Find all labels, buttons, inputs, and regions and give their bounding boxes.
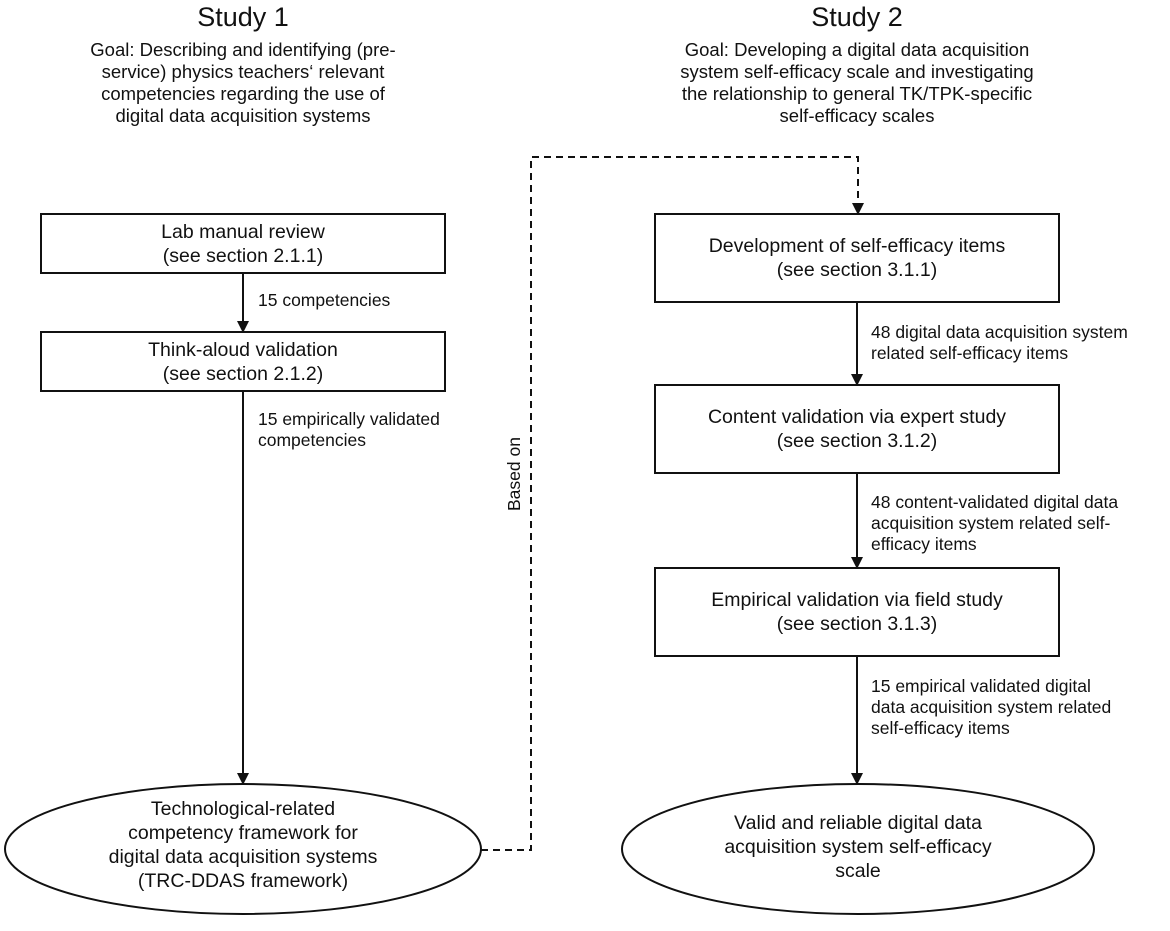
node-line: competency framework for bbox=[128, 822, 358, 844]
node-line: Think-aloud validation bbox=[148, 339, 338, 361]
edge-label-line: related self-efficacy items bbox=[871, 343, 1069, 363]
study2-node-development-box bbox=[654, 213, 1060, 303]
node-line: (see section 2.1.1) bbox=[162, 245, 324, 267]
edge-label-line: 15 competencies bbox=[258, 290, 391, 310]
node-line: Lab manual review bbox=[161, 221, 325, 243]
edge-label-line: competencies bbox=[258, 430, 366, 450]
study1-node-lab-manual-review-box bbox=[40, 213, 446, 274]
study2-edge-label-2: 48 content-validated digital data acquis… bbox=[871, 492, 1118, 555]
node-line: (see section 3.1.2) bbox=[776, 430, 938, 452]
edge-label-line: 15 empirically validated bbox=[258, 409, 440, 429]
node-line: Technological-related bbox=[150, 798, 336, 820]
edge-label-line: 48 digital data acquisition system bbox=[871, 322, 1128, 342]
node-line: (see section 3.1.3) bbox=[776, 613, 938, 635]
study1-goal-line: service) physics teachers‘ relevant bbox=[101, 61, 385, 82]
study1-title: Study 1 bbox=[197, 2, 289, 32]
node-line: (TRC-DDAS framework) bbox=[137, 870, 349, 892]
edge-label-line: self-efficacy items bbox=[871, 718, 1010, 738]
study1-edge-label-2: 15 empirically validated competencies bbox=[258, 409, 440, 451]
edge-label-line: 15 empirical validated digital bbox=[871, 676, 1091, 696]
study1-goal-line: Goal: Describing and identifying (pre- bbox=[90, 39, 396, 60]
study2-goal-line: Goal: Developing a digital data acquisit… bbox=[684, 39, 1030, 60]
study2-goal-line: self-efficacy scales bbox=[779, 105, 935, 126]
node-line: Content validation via expert study bbox=[707, 406, 1007, 428]
study1-node-trc-ddas-framework: Technological-related competency framewo… bbox=[24, 797, 462, 893]
study2-edge-label-1: 48 digital data acquisition system relat… bbox=[871, 322, 1128, 364]
study2-node-empirical-validation: Empirical validation via field study (se… bbox=[655, 588, 1059, 636]
node-line: Valid and reliable digital data bbox=[734, 812, 982, 834]
study2-title: Study 2 bbox=[811, 2, 903, 32]
study1-edge-label-1: 15 competencies bbox=[258, 290, 390, 311]
edge-label-line: efficacy items bbox=[871, 534, 977, 554]
study1-node-think-aloud-validation: Think-aloud validation (see section 2.1.… bbox=[41, 338, 445, 386]
study2-goal-line: system self-efficacy scale and investiga… bbox=[680, 61, 1034, 82]
node-line: digital data acquisition systems bbox=[108, 846, 378, 868]
study1-node-think-aloud-validation-box bbox=[40, 331, 446, 392]
node-line: acquisition system self-efficacy bbox=[724, 836, 992, 858]
study1-goal: Goal: Describing and identifying (pre- s… bbox=[44, 39, 442, 127]
study1-node-lab-manual-review: Lab manual review (see section 2.1.1) bbox=[41, 220, 445, 268]
study2-node-content-validation: Content validation via expert study (see… bbox=[655, 405, 1059, 453]
study2-node-development: Development of self-efficacy items (see … bbox=[655, 234, 1059, 282]
study1-goal-line: competencies regarding the use of bbox=[101, 83, 385, 104]
based-on-label: Based on bbox=[504, 437, 524, 511]
study2-edge-label-3: 15 empirical validated digital data acqu… bbox=[871, 676, 1111, 739]
edge-label-line: 48 content-validated digital data bbox=[871, 492, 1119, 512]
study1-goal-line: digital data acquisition systems bbox=[115, 105, 371, 126]
edge-label-line: data acquisition system related bbox=[871, 697, 1112, 717]
study2-goal-line: the relationship to general TK/TPK-speci… bbox=[681, 83, 1033, 104]
edge-label-line: acquisition system related self- bbox=[871, 513, 1111, 533]
node-line: Development of self-efficacy items bbox=[708, 235, 1006, 257]
node-line: (see section 3.1.1) bbox=[776, 259, 938, 281]
node-line: (see section 2.1.2) bbox=[162, 363, 324, 385]
study2-node-valid-scale: Valid and reliable digital data acquisit… bbox=[650, 811, 1066, 883]
study2-goal: Goal: Developing a digital data acquisit… bbox=[641, 39, 1073, 127]
node-line: scale bbox=[835, 860, 881, 882]
node-line: Empirical validation via field study bbox=[711, 589, 1003, 611]
